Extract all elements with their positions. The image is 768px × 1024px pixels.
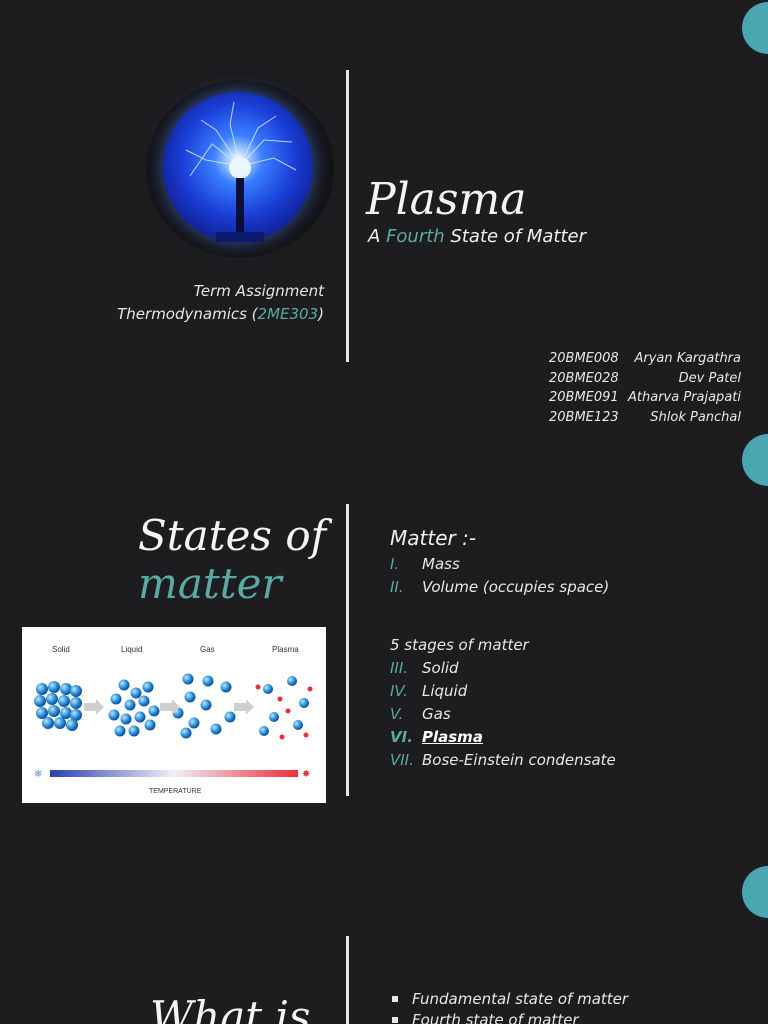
list-item: III.Solid: [390, 658, 459, 677]
plasma-filaments-graphic: [185, 101, 297, 242]
diagram-label-liquid: Liquid: [121, 645, 142, 654]
snowflake-icon: ❄: [34, 769, 42, 780]
divider-line: [346, 936, 349, 1024]
diagram-label-gas: Gas: [200, 645, 215, 654]
states-diagram: Solid Liquid Gas Plasma: [22, 627, 326, 803]
list-item: VII.Bose-Einstein condensate: [390, 750, 616, 769]
subtitle: A Fourth State of Matter: [368, 226, 586, 247]
diagram-label-solid: Solid: [52, 645, 70, 654]
liquid-particles: [108, 679, 160, 737]
bullet-list: Fundamental state of matter Fourth state…: [392, 988, 628, 1024]
temperature-bar: [50, 770, 298, 777]
slide-marker-dot: [742, 2, 768, 54]
list-item-highlighted: VI.Plasma: [390, 727, 483, 746]
term-label: Term Assignment: [193, 282, 324, 300]
solid-particles: [34, 681, 82, 731]
states-of-matter-slide: States of matter Solid Liquid Gas Plasma: [0, 432, 768, 864]
list-item: I.Mass: [390, 554, 460, 573]
divider-line: [346, 504, 349, 796]
course-code: 2ME303: [257, 305, 319, 323]
gas-particles: [172, 673, 236, 739]
section-title: States of matter: [138, 511, 327, 608]
slide-marker-dot: [742, 866, 768, 918]
page-title: Plasma: [366, 174, 527, 225]
matter-heading: Matter :-: [390, 526, 477, 550]
slide-marker-dot: [742, 434, 768, 486]
subtitle-highlight: Fourth: [386, 226, 445, 247]
title-slide: Plasma A Fourth State of Matter Term Ass…: [0, 0, 768, 432]
stages-list: III.Solid IV.Liquid V.Gas VI.Plasma VII.…: [390, 656, 616, 771]
divider-line: [346, 70, 349, 362]
section-title: What is: [150, 992, 311, 1024]
course-info: Term Assignment Thermodynamics (2ME303): [117, 280, 324, 326]
subtitle-prefix: A: [368, 226, 381, 247]
subtitle-suffix: State of Matter: [450, 226, 587, 247]
plasma-particles: [255, 676, 313, 740]
bullet-item: Fourth state of matter: [392, 1009, 628, 1024]
what-is-plasma-slide: What is Fundamental state of matter Four…: [0, 864, 768, 1024]
course-label: Thermodynamics (2ME303): [117, 305, 324, 323]
list-item: IV.Liquid: [390, 681, 468, 700]
bullet-icon: [392, 995, 398, 1002]
matter-properties-list: I.Mass II.Volume (occupies space): [390, 552, 609, 598]
heat-icon: ✸: [302, 769, 310, 780]
list-item: V.Gas: [390, 704, 451, 723]
list-item: II.Volume (occupies space): [390, 577, 610, 596]
arrows: [84, 699, 254, 715]
bullet-item: Fundamental state of matter: [392, 988, 628, 1009]
diagram-label-plasma: Plasma: [272, 645, 299, 654]
temperature-label: TEMPERATURE: [149, 788, 202, 795]
plasma-ball-image: [146, 80, 334, 258]
stages-heading: 5 stages of matter: [390, 636, 529, 654]
bullet-icon: [392, 1016, 398, 1023]
